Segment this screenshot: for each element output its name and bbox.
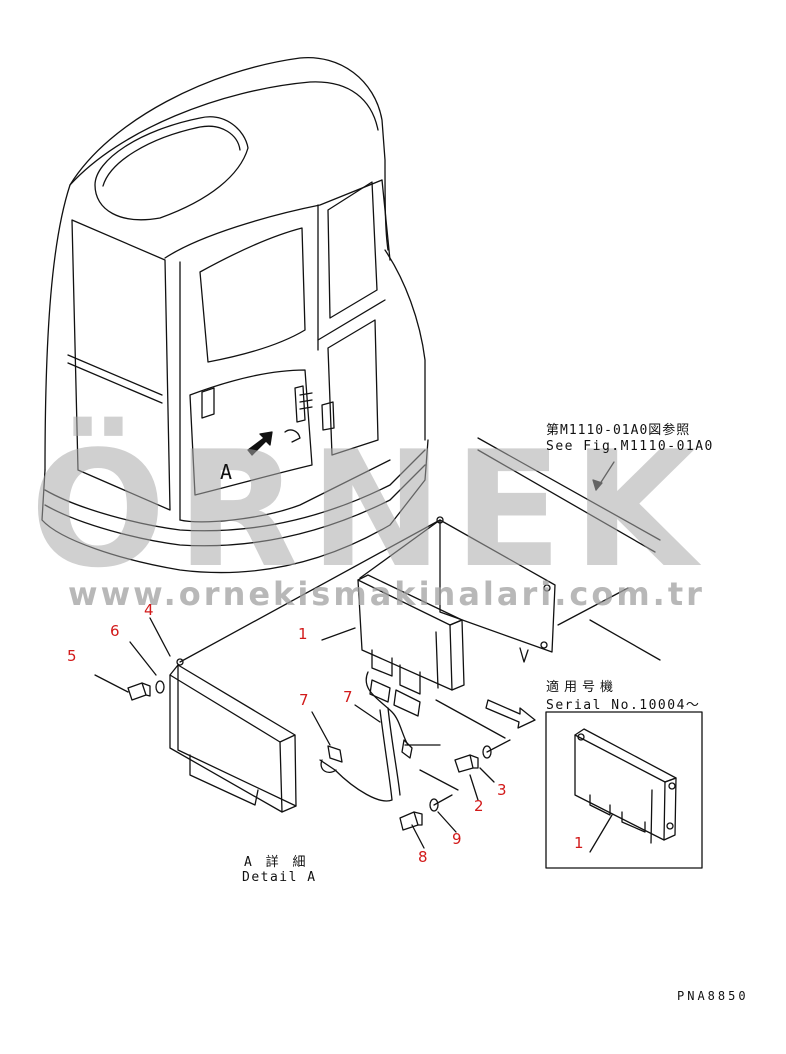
drawing-code: PNA8850: [677, 989, 749, 1003]
front-upper-window: [199, 227, 306, 363]
skylight: [94, 116, 249, 221]
serial-note-en: Serial No.10004～: [546, 698, 701, 713]
operator-cab: [41, 56, 429, 574]
callout-7-clamp-a: 7: [299, 691, 309, 709]
serial-box: [545, 711, 703, 869]
view-marker-label: A: [220, 460, 233, 484]
callout-8-bolt: 8: [418, 848, 428, 866]
watermark-brand: ÖRNEK: [30, 416, 707, 603]
callout-1-controller: 1: [298, 625, 308, 643]
callout-5-bolt: 5: [67, 647, 77, 665]
detail-caption-jp: A 詳 細: [244, 855, 309, 870]
left-window: [71, 219, 171, 511]
detail-caption-en: Detail A: [242, 870, 317, 885]
watermark-url: www.ornekismakinalari.com.tr: [68, 575, 705, 613]
callout-leaders: [129, 617, 495, 849]
cab-door: [189, 369, 313, 496]
controller-serial-unit: [574, 728, 677, 853]
fasteners: [94, 674, 511, 831]
callout-4-bracket: 4: [144, 601, 154, 619]
serial-arrow: [485, 699, 536, 729]
reference-note-jp: 第M1110-01A0図参照: [546, 423, 691, 438]
detail-a-box: [169, 519, 441, 813]
reference-note-en: See Fig.M1110-01A0: [546, 439, 714, 454]
right-lower-window: [327, 319, 379, 456]
callout-6-washer: 6: [110, 622, 120, 640]
callout-7-clamp-b: 7: [343, 688, 353, 706]
view-arrow: [247, 431, 273, 456]
controller-unit: [319, 519, 465, 802]
callout-2-bolt: 2: [474, 797, 484, 815]
mounting-plate: [436, 437, 661, 663]
serial-note-jp: 適用号機: [546, 680, 619, 695]
callout-3-washer: 3: [497, 781, 507, 799]
callout-9-washer: 9: [452, 830, 462, 848]
callout-1-serial-controller: 1: [574, 834, 584, 852]
right-upper-window: [327, 181, 378, 319]
